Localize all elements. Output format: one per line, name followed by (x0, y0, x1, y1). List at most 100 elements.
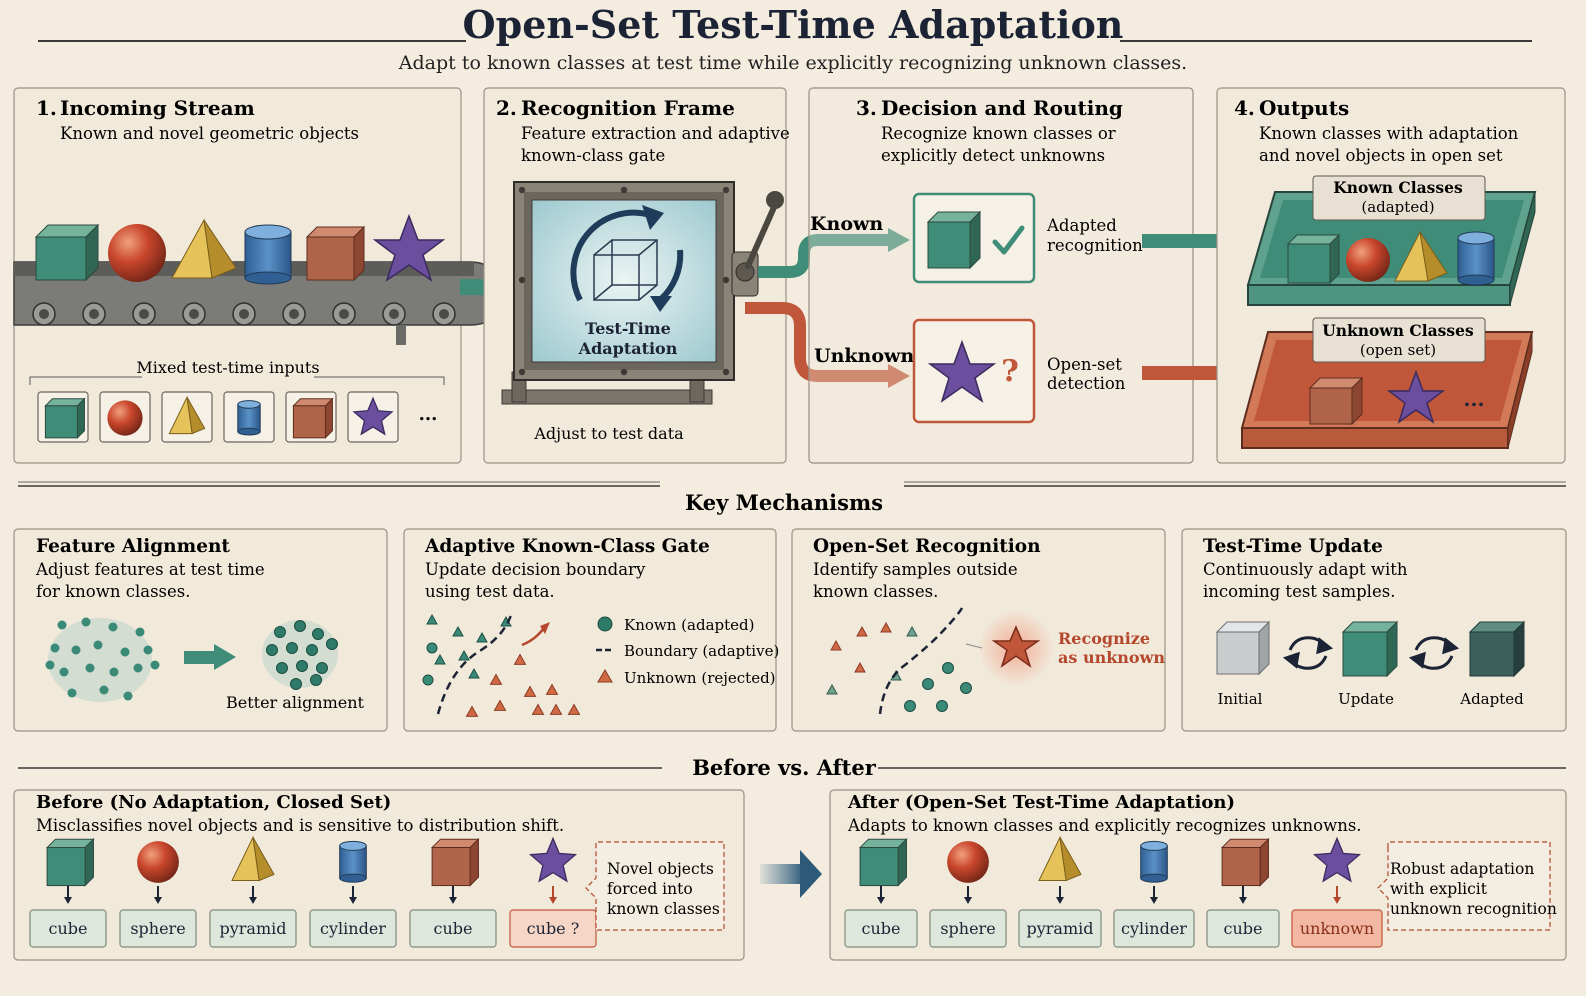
prediction-label: cube (1224, 919, 1263, 938)
feature-point (123, 691, 133, 701)
ellipsis: ... (419, 404, 438, 425)
prediction-item: sphere (119, 841, 197, 948)
before-title: Before (No Adaptation, Closed Set) (36, 792, 391, 813)
roller-icon (232, 302, 256, 326)
input-tile (37, 391, 89, 443)
cube-icon (1286, 233, 1341, 285)
wireframe-cube-icon (593, 239, 658, 301)
sphere-icon (1346, 238, 1390, 282)
prediction-label: pyramid (220, 919, 287, 938)
step-description: and novel objects in open set (1259, 146, 1503, 165)
input-tile (347, 391, 399, 443)
comparison-arrow (760, 850, 822, 898)
sphere-icon (107, 400, 143, 436)
step-number: 2. (496, 96, 517, 120)
header: Open-Set Test-Time Adaptation Adapt to k… (38, 2, 1532, 74)
panel-outputs: 4. Outputs Known classes with adaptation… (1216, 87, 1566, 464)
sample-marker (531, 703, 545, 715)
prediction-item: pyramid (1018, 835, 1102, 948)
prediction-label: cylinder (320, 919, 386, 938)
down-arrow-head (449, 897, 457, 904)
prediction-item: cylinder (1113, 840, 1195, 948)
prediction-label: cylinder (1121, 919, 1187, 938)
sample-marker (513, 653, 527, 665)
prediction-label-box (844, 909, 918, 948)
sample-marker (830, 639, 842, 651)
cube-icon (44, 397, 86, 440)
prediction-label-box (119, 909, 197, 948)
mechanism-feature-alignment: Feature Alignment Adjust features at tes… (13, 528, 388, 732)
cycle-icon (1408, 636, 1460, 670)
feature-point (310, 674, 322, 686)
step-description: known-class gate (521, 146, 665, 165)
ellipsis: ... (1464, 387, 1485, 411)
recognize-callout: Recognize (1058, 629, 1150, 648)
feature-point (276, 662, 288, 674)
step-title: Outputs (1259, 96, 1349, 120)
mechanism-description: Adjust features at test time (35, 560, 265, 579)
feature-point (109, 667, 119, 677)
known-route-label: Known (810, 213, 883, 235)
prediction-item: cube (29, 837, 107, 948)
step-description: Known classes with adaptation (1259, 124, 1519, 143)
section-heading: Key Mechanisms (685, 490, 883, 515)
update-cube-icon (1341, 620, 1399, 678)
unknown-star-icon (991, 625, 1041, 668)
known-result-label: Adapted (1046, 216, 1117, 235)
prediction-label: cube (862, 919, 901, 938)
unknown-result-label: Open-set (1047, 355, 1122, 374)
tray-subtitle: (adapted) (1361, 198, 1434, 216)
prediction-label-box (29, 909, 107, 948)
prediction-label-box (209, 909, 297, 948)
mechanism-open-set-recognition: Open-Set Recognition Identify samples ou… (791, 528, 1166, 732)
input-tile (99, 391, 151, 443)
sample-marker (426, 613, 438, 625)
sample-marker (493, 699, 507, 711)
roller-icon (432, 302, 456, 326)
step-number: 4. (1234, 96, 1255, 120)
gate-samples (422, 613, 581, 717)
sample-marker (856, 625, 868, 637)
cube-icon (1308, 376, 1364, 426)
prediction-item: cube (409, 837, 497, 948)
star-icon (927, 339, 997, 403)
down-arrow-head (549, 897, 557, 904)
tray-title: Known Classes (1333, 178, 1463, 197)
step-number: 1. (36, 96, 57, 120)
feature-point (150, 660, 160, 670)
machine-caption: Adjust to test data (533, 424, 684, 443)
prediction-label: cube (434, 919, 473, 938)
stage-label: Adapted (1459, 690, 1524, 708)
sample-marker (489, 673, 503, 685)
bolt-icon (722, 276, 730, 284)
mechanism-description: incoming test samples. (1203, 582, 1395, 601)
roller-icon (382, 302, 406, 326)
prediction-label-box (409, 909, 497, 948)
feature-point (274, 626, 286, 638)
before-panel: Before (No Adaptation, Closed Set) Miscl… (13, 789, 745, 961)
step-description: Known and novel geometric objects (60, 124, 359, 143)
down-arrow-head (64, 897, 72, 904)
cylinder-icon (339, 840, 367, 883)
after-description: Adapts to known classes and explicitly r… (847, 816, 1362, 835)
prediction-item: cube (844, 837, 918, 948)
down-arrow-head (964, 897, 972, 904)
cube-icon (45, 837, 95, 887)
tray-title: Unknown Classes (1322, 321, 1474, 340)
prediction-item: cylinder (309, 840, 397, 948)
before-note: Novel objects (607, 860, 714, 878)
prediction-item: sphere (929, 841, 1007, 948)
feature-point (290, 678, 302, 690)
prediction-label: unknown (1300, 919, 1374, 938)
cylinder-icon (244, 224, 292, 285)
legend-label: Known (adapted) (624, 616, 754, 634)
prediction-label-box (309, 909, 397, 948)
down-arrow-head (877, 897, 885, 904)
sphere-icon (137, 841, 179, 883)
machine-label: Test-Time (585, 319, 671, 338)
sample-marker (922, 678, 934, 690)
mechanism-description: Continuously adapt with (1203, 560, 1408, 579)
